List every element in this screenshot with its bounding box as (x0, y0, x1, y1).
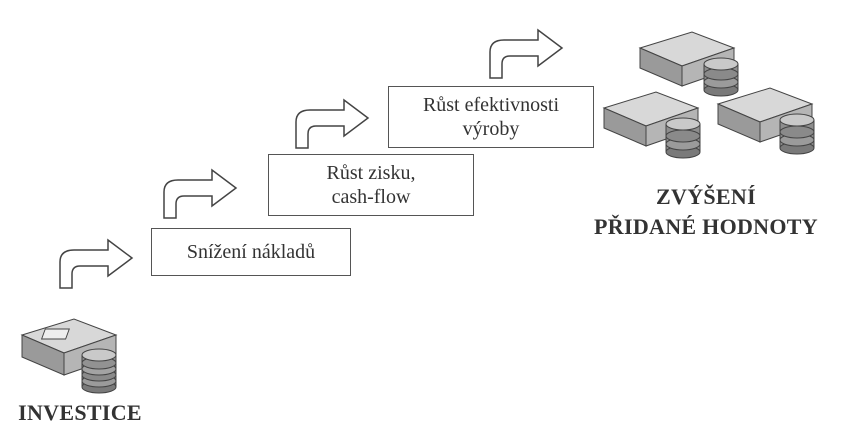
step-text-line: Růst zisku, (326, 162, 416, 184)
step-text-line: cash-flow (331, 186, 411, 208)
curved-arrow-icon (59, 238, 134, 289)
curved-arrow-icon (163, 168, 238, 219)
end-label: ZVÝŠENÍ PŘIDANÉ HODNOTY (572, 182, 840, 242)
coin-stack (665, 117, 701, 159)
step-text-line: Snížení nákladů (186, 241, 316, 263)
step-box-efficiency-growth: Růst efektivnosti výroby (388, 86, 594, 148)
curved-arrow-icon (489, 28, 564, 79)
curved-arrow-icon (295, 98, 370, 149)
end-label-line: ZVÝŠENÍ (656, 184, 756, 209)
coin-stack (779, 113, 815, 155)
step-box-cost-reduction: Snížení nákladů (151, 228, 351, 276)
start-label: INVESTICE (0, 398, 160, 428)
step-box-profit-growth: Růst zisku, cash-flow (268, 154, 474, 216)
step-text-line: Růst efektivnosti (422, 94, 560, 116)
money-stack-icon-start (20, 318, 118, 394)
coin-stack (81, 348, 117, 394)
money-pile-icon-end (602, 31, 815, 159)
end-label-line: PŘIDANÉ HODNOTY (594, 214, 818, 239)
step-text-line: výroby (462, 118, 520, 140)
start-label-text: INVESTICE (18, 400, 142, 425)
coin-stack (703, 57, 739, 97)
